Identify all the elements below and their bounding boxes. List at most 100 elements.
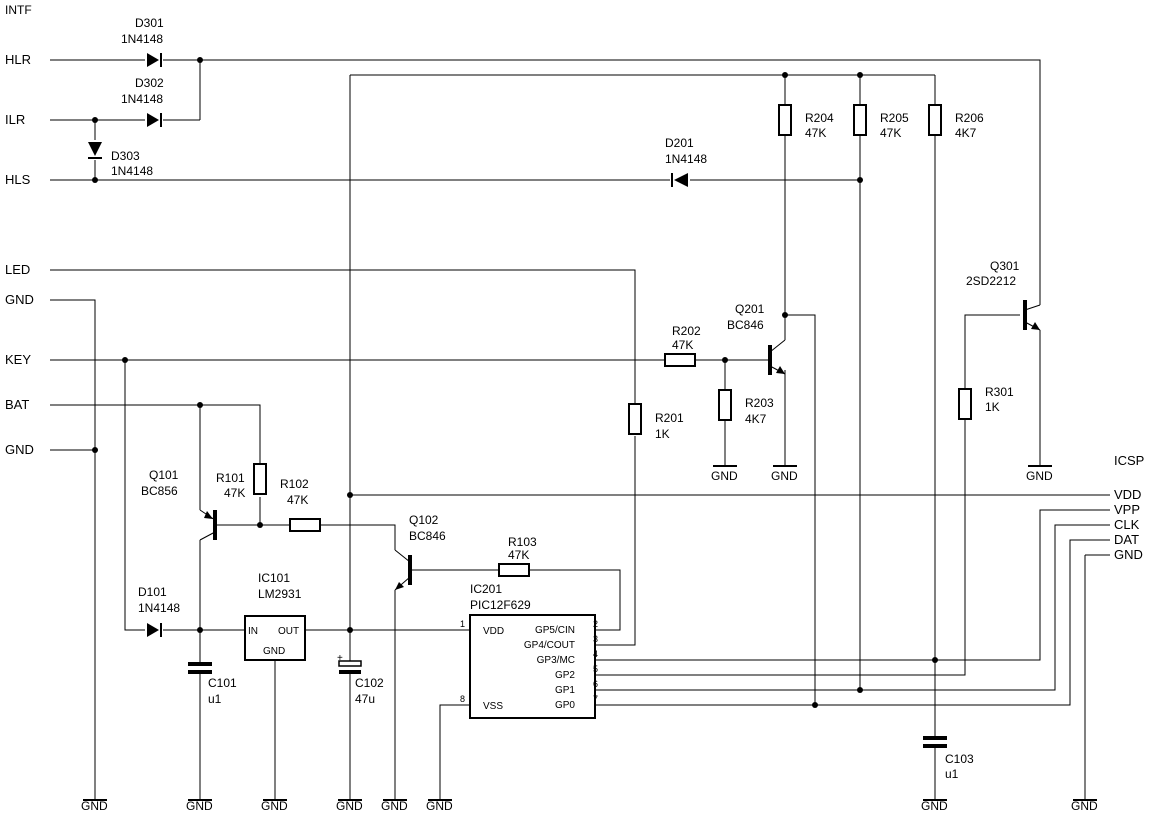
ic101-pin-out: OUT bbox=[278, 626, 299, 637]
capacitor-c102: + C102 47u bbox=[337, 653, 384, 706]
ic201-pin-num-3: 3 bbox=[593, 634, 598, 644]
ground-symbol: GND bbox=[771, 465, 798, 483]
resistor-r204: R204 47K bbox=[778, 104, 834, 140]
q102-ref: Q102 bbox=[409, 513, 439, 527]
resistor-r301: R301 1K bbox=[958, 385, 1014, 420]
ground-label: GND bbox=[336, 799, 363, 813]
diode-d303: D303 1N4148 bbox=[88, 142, 153, 178]
resistor-r203: R203 4K7 bbox=[718, 389, 774, 426]
ic201-value: PIC12F629 bbox=[470, 598, 531, 612]
r203-value: 4K7 bbox=[745, 412, 767, 426]
icsp-connector: ICSP VDD VPP CLK DAT GND bbox=[1114, 453, 1144, 562]
q101-ref: Q101 bbox=[149, 468, 179, 482]
r202-value: 47K bbox=[672, 338, 693, 352]
capacitor-c101: C101 u1 bbox=[188, 662, 237, 706]
ic201-pin-name-3: GP4/COUT bbox=[524, 640, 575, 651]
r103-ref: R103 bbox=[508, 535, 537, 549]
d302-ref: D302 bbox=[135, 76, 164, 90]
ic101-ref: IC101 bbox=[258, 571, 290, 585]
ground-symbol: GND bbox=[81, 799, 108, 813]
r202-ref: R202 bbox=[672, 324, 701, 338]
ground-symbol: GND bbox=[1071, 799, 1098, 813]
r205-ref: R205 bbox=[880, 111, 909, 125]
ic201-pin-num-2: 2 bbox=[593, 619, 598, 629]
r204-ref: R204 bbox=[805, 111, 834, 125]
r101-ref: R101 bbox=[216, 471, 245, 485]
r102-ref: R102 bbox=[280, 477, 309, 491]
ground-symbol: GND bbox=[381, 799, 408, 813]
ground-symbol: GND bbox=[186, 799, 213, 813]
ground-label: GND bbox=[81, 799, 108, 813]
resistor-r201: R201 1K bbox=[628, 403, 684, 441]
d101-value: 1N4148 bbox=[138, 601, 180, 615]
diode-d101: D101 1N4148 bbox=[138, 585, 180, 637]
transistor-q301: Q301 2SD2212 bbox=[966, 259, 1041, 331]
ic201-pin-name-2: GP5/CIN bbox=[535, 625, 575, 636]
intf-pin-hls: HLS bbox=[5, 172, 31, 187]
ic201-pin-name-6: GP1 bbox=[555, 685, 575, 696]
c101-ref: C101 bbox=[208, 676, 237, 690]
r201-ref: R201 bbox=[655, 411, 684, 425]
c102-value: 47u bbox=[355, 692, 375, 706]
q101-value: BC856 bbox=[141, 484, 178, 498]
icsp-pin-dat: DAT bbox=[1114, 532, 1139, 547]
transistor-q201: Q201 BC846 bbox=[727, 302, 786, 375]
ic201-pin-num-6: 6 bbox=[593, 679, 598, 689]
capacitor-c103: C103 u1 bbox=[923, 736, 974, 781]
ic201-microcontroller: IC201 PIC12F629 VDD VSS 1 8 GP5/CIN GP4/… bbox=[460, 582, 598, 719]
ic201-pin-name-1: VDD bbox=[483, 626, 504, 637]
c101-value: u1 bbox=[208, 692, 222, 706]
ground-symbol: GND bbox=[1026, 465, 1053, 483]
transistor-q102: Q102 BC846 bbox=[394, 513, 446, 591]
r103-value: 47K bbox=[508, 548, 529, 562]
q301-value: 2SD2212 bbox=[966, 274, 1016, 288]
intf-connector: INTF HLR ILR HLS LED GND KEY BAT GND bbox=[5, 3, 34, 457]
ic201-ref: IC201 bbox=[470, 582, 502, 596]
diode-d201: D201 1N4148 bbox=[665, 136, 707, 187]
r203-ref: R203 bbox=[745, 396, 774, 410]
r301-value: 1K bbox=[985, 400, 1000, 414]
ground-symbol: GND bbox=[426, 799, 453, 813]
ic101-pin-gnd: GND bbox=[263, 646, 285, 657]
ground-symbol: GND bbox=[921, 799, 948, 813]
icsp-pin-clk: CLK bbox=[1114, 517, 1140, 532]
d302-value: 1N4148 bbox=[121, 92, 163, 106]
d301-value: 1N4148 bbox=[121, 32, 163, 46]
icsp-title: ICSP bbox=[1114, 453, 1144, 468]
q201-value: BC846 bbox=[727, 318, 764, 332]
ic201-pin-name-5: GP2 bbox=[555, 670, 575, 681]
ic201-pin-num-8: 8 bbox=[460, 694, 465, 704]
r301-ref: R301 bbox=[985, 385, 1014, 399]
ic201-pin-num-4: 4 bbox=[593, 649, 598, 659]
c102-ref: C102 bbox=[355, 676, 384, 690]
ground-symbol: GND bbox=[711, 465, 738, 483]
c103-value: u1 bbox=[945, 767, 959, 781]
d201-value: 1N4148 bbox=[665, 152, 707, 166]
ground-label: GND bbox=[426, 799, 453, 813]
r206-ref: R206 bbox=[955, 111, 984, 125]
d303-value: 1N4148 bbox=[111, 164, 153, 178]
ic201-pin-num-7: 7 bbox=[593, 694, 598, 704]
ground-label: GND bbox=[921, 799, 948, 813]
r205-value: 47K bbox=[880, 126, 901, 140]
ground-label: GND bbox=[186, 799, 213, 813]
r101-value: 47K bbox=[224, 486, 245, 500]
icsp-pin-vdd: VDD bbox=[1114, 487, 1141, 502]
ic101-regulator: IN OUT GND IC101 LM2931 bbox=[244, 571, 306, 661]
ground-label: GND bbox=[261, 799, 288, 813]
resistor-r102: R102 47K bbox=[280, 477, 321, 532]
ic201-pin-name-7: GP0 bbox=[555, 700, 575, 711]
intf-pin-gnd-1: GND bbox=[5, 292, 34, 307]
icsp-pin-vpp: VPP bbox=[1114, 502, 1140, 517]
ic101-value: LM2931 bbox=[258, 587, 302, 601]
r204-value: 47K bbox=[805, 126, 826, 140]
ground-label: GND bbox=[711, 469, 738, 483]
diode-d302: D302 1N4148 bbox=[121, 76, 164, 127]
d201-ref: D201 bbox=[665, 136, 694, 150]
d101-ref: D101 bbox=[138, 585, 167, 599]
junction-dots bbox=[92, 57, 938, 708]
ic201-pin-name-4: GP3/MC bbox=[537, 655, 575, 666]
intf-pin-hlr: HLR bbox=[5, 52, 31, 67]
resistor-r206: R206 4K7 bbox=[928, 104, 984, 140]
intf-pin-gnd-2: GND bbox=[5, 442, 34, 457]
